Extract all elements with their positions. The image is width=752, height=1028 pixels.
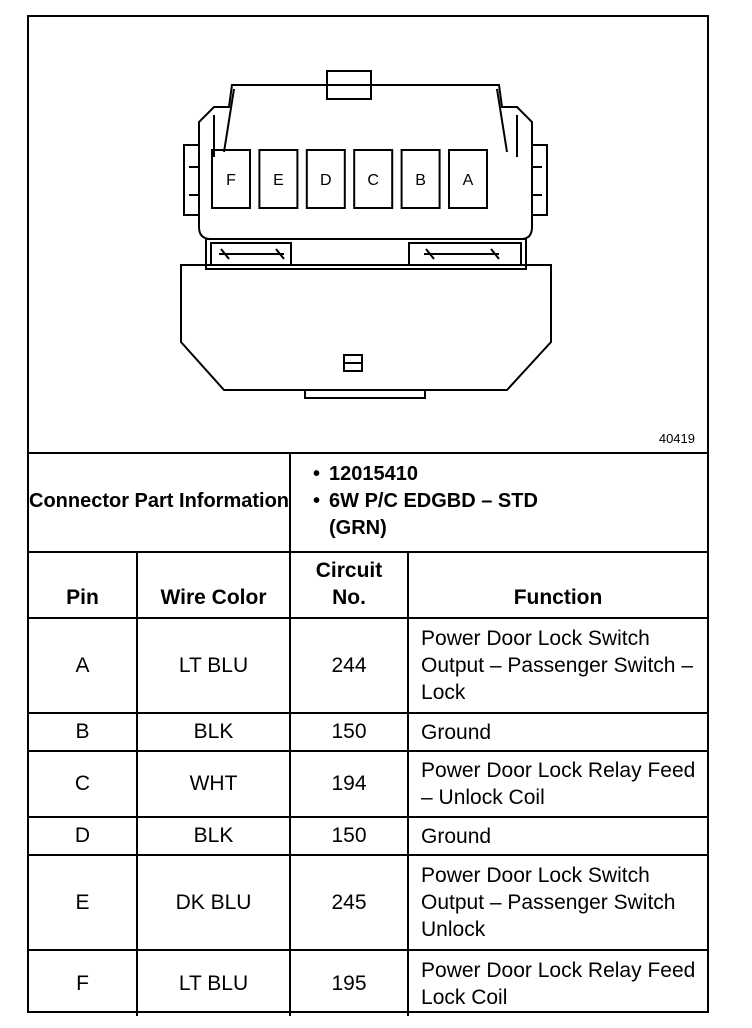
pin-cell: A (29, 617, 138, 714)
pin-cavity-b (400, 149, 441, 209)
pin-label-f: F (226, 172, 236, 189)
right-ear (531, 144, 548, 216)
locking-rail (205, 238, 527, 270)
pin-label-b: B (415, 172, 426, 189)
housing-top-outline (198, 84, 533, 157)
header-pin: Pin (29, 551, 138, 619)
table-row: B BLK 150 Ground (29, 712, 708, 752)
circuit-cell: 150 (289, 712, 410, 752)
header-row: Pin Wire Color Circuit No. Function (29, 551, 708, 619)
wire-color-cell: BLK (135, 816, 292, 856)
pin-cell: C (29, 750, 138, 818)
function-cell: Power Door Lock Relay Feed – Unlock Coil (407, 750, 708, 818)
pin-cavity-e (258, 149, 299, 209)
pin-cavity-a (448, 149, 488, 209)
table-row: D BLK 150 Ground (29, 816, 708, 856)
left-clip (219, 248, 285, 260)
housing-body (198, 157, 533, 240)
connector-diagram: F E D C B A 40419 (29, 17, 707, 454)
pin-label-d: D (320, 172, 332, 189)
function-cell: Ground (407, 816, 708, 856)
pin-cell: B (29, 712, 138, 752)
wire-color-cell: BLK (135, 712, 292, 752)
connector-info-row: Connector Part Information 12015410 6W P… (29, 452, 708, 553)
lower-shroud (180, 264, 552, 391)
table-row: F LT BLU 195 Power Door Lock Relay Feed … (29, 949, 708, 1016)
connector-info-list: 12015410 6W P/C EDGBD – STD (GRN) (289, 452, 708, 553)
pin-cavity-c (353, 149, 394, 209)
circuit-cell: 195 (289, 949, 410, 1016)
table-row: C WHT 194 Power Door Lock Relay Feed – U… (29, 750, 708, 818)
pin-cell: E (29, 854, 138, 951)
header-function: Function (407, 551, 708, 619)
circuit-cell: 194 (289, 750, 410, 818)
left-ear (183, 144, 200, 216)
function-cell: Power Door Lock Relay Feed Lock Coil (407, 949, 708, 1016)
circuit-cell: 150 (289, 816, 410, 856)
circuit-cell: 245 (289, 854, 410, 951)
pin-cell: F (29, 949, 138, 1016)
circuit-cell: 244 (289, 617, 410, 714)
figure-number: 40419 (658, 431, 695, 446)
pin-cell: D (29, 816, 138, 856)
function-cell: Ground (407, 712, 708, 752)
wire-color-cell: LT BLU (135, 949, 292, 1016)
pin-cavity-f (211, 149, 251, 209)
pin-cavity-d (305, 149, 346, 209)
header-wire-color: Wire Color (135, 551, 292, 619)
connector-description: 6W P/C EDGBD – STD (GRN) (313, 488, 549, 542)
pin-label-e: E (273, 172, 284, 189)
function-cell: Power Door Lock Switch Output – Passenge… (407, 854, 708, 951)
part-number: 12015410 (313, 461, 707, 488)
wire-color-cell: LT BLU (135, 617, 292, 714)
pin-label-a: A (463, 172, 474, 189)
pinout-table: Connector Part Information 12015410 6W P… (29, 452, 708, 1016)
table-row: E DK BLU 245 Power Door Lock Switch Outp… (29, 854, 708, 951)
table-row: A LT BLU 244 Power Door Lock Switch Outp… (29, 617, 708, 714)
connector-info-label: Connector Part Information (29, 452, 292, 553)
header-circuit-no: Circuit No. (289, 551, 410, 619)
function-cell: Power Door Lock Switch Output – Passenge… (407, 617, 708, 714)
wire-color-cell: DK BLU (135, 854, 292, 951)
pin-label-c: C (367, 172, 379, 189)
wire-color-cell: WHT (135, 750, 292, 818)
right-clip (424, 248, 500, 260)
